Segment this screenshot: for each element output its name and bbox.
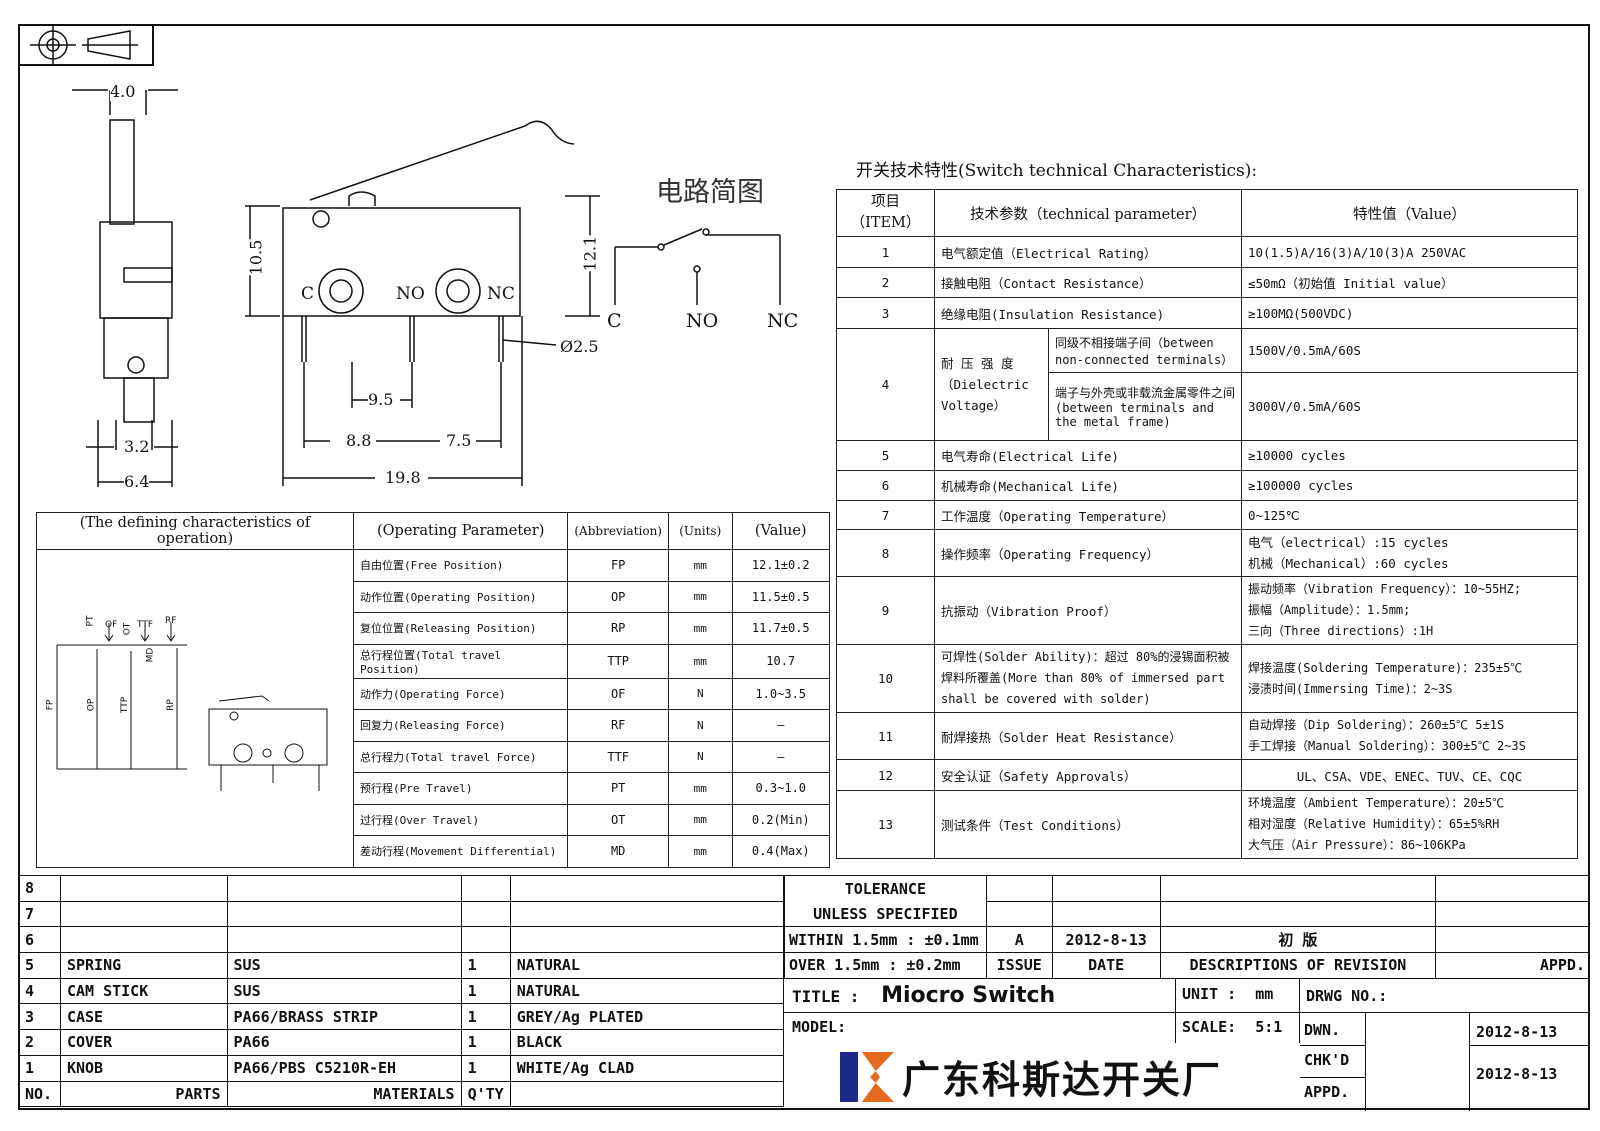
title-value: Miocro Switch (881, 983, 1056, 1008)
bom-footer: NO. PARTS MATERIALS Q'TY (18, 1080, 785, 1108)
header-units: (Units) (668, 512, 733, 550)
header-param: 技术参数（technical parameter） (934, 189, 1242, 237)
chkd-label: CHK'D (1304, 1051, 1350, 1069)
unit-label: UNIT : (1182, 985, 1237, 1003)
characteristics-title: 开关技术特性(Switch technical Characteristics)… (856, 161, 1258, 181)
model-label: MODEL: (784, 1013, 1176, 1043)
appd-label: APPD. (1304, 1083, 1350, 1101)
chkd-date: 2012-8-13 (1476, 1065, 1558, 1083)
dim-height-10-5: 10.5 (246, 239, 266, 276)
terminal-c-label: C (301, 284, 315, 304)
side-view (72, 89, 178, 487)
company-name: 广东科斯达开关厂 (902, 1058, 1223, 1102)
circuit-diagram (614, 228, 781, 305)
circuit-title: 电路简图 (656, 177, 764, 208)
operation-mini-diagram: PT OF OT TTF RF MD FP OP TTP RP (36, 549, 354, 868)
header-value: 特性值（Value） (1241, 189, 1578, 237)
table-row: 8 (18, 875, 785, 902)
projection-symbol-icon (30, 25, 138, 65)
terminal-no-label: NO (396, 284, 425, 304)
operating-parameters-table: (The defining characteristics of operati… (36, 512, 830, 868)
dim-6-4: 6.4 (124, 472, 150, 491)
dwn-label: DWN. (1304, 1021, 1341, 1039)
header-defining: (The defining characteristics of operati… (36, 512, 354, 550)
title-label: TITLE : (792, 987, 860, 1006)
header-abbreviation: (Abbreviation) (567, 512, 669, 550)
dim-3-2: 3.2 (124, 437, 150, 456)
dim-8-8: 8.8 (346, 431, 372, 450)
header-value: (Value) (731, 512, 830, 550)
characteristics-table: 项目（ITEM） 技术参数（technical parameter） 特性值（V… (836, 189, 1578, 859)
terminal-nc-label: NC (487, 284, 515, 304)
table-row: 7 (18, 900, 785, 928)
dim-9-5: 9.5 (368, 390, 394, 409)
mechanical-drawing (30, 25, 781, 487)
dwn-date: 2012-8-13 (1476, 1023, 1558, 1041)
scale-value: 5:1 (1255, 1018, 1283, 1036)
dim-width-4: 4.0 (110, 82, 136, 101)
circuit-nc-label: NC (767, 310, 799, 332)
dim-7-5: 7.5 (446, 431, 472, 450)
company-logo: 广东科斯达开关厂 (840, 1049, 1222, 1104)
unit-value: mm (1255, 985, 1274, 1003)
dim-diameter: Ø2.5 (560, 337, 599, 356)
circuit-c-label: C (607, 310, 622, 332)
dim-19-8: 19.8 (385, 468, 421, 487)
travel-diagram (56, 622, 328, 791)
table-row: PT OF OT TTF RF MD FP OP TTP RP 自由位置(Fre… (36, 549, 830, 868)
sheet-border (18, 24, 1590, 1110)
projection-symbol-box (18, 24, 154, 66)
drwg-no: DRWG NO.: (1300, 979, 1590, 1013)
header-operating-param: (Operating Parameter) (352, 512, 569, 550)
company-logo-icon (840, 1051, 894, 1102)
title-block: TOLERANCE UNLESS SPECIFIED WITHIN 1.5mm … (784, 875, 1590, 979)
table-row: 6 (18, 926, 785, 954)
circuit-no-label: NO (686, 310, 719, 332)
scale-label: SCALE: (1182, 1018, 1237, 1036)
title-lower: TITLE : Miocro Switch UNIT : mm DRWG NO.… (784, 978, 1590, 1111)
front-view (245, 120, 600, 486)
dim-height-12-1: 12.1 (580, 235, 600, 272)
table-row: 4 耐 压 强 度（Dielectric Voltage） 同级不相接端子间（b… (836, 328, 1578, 441)
header-item: 项目（ITEM） (836, 189, 935, 237)
